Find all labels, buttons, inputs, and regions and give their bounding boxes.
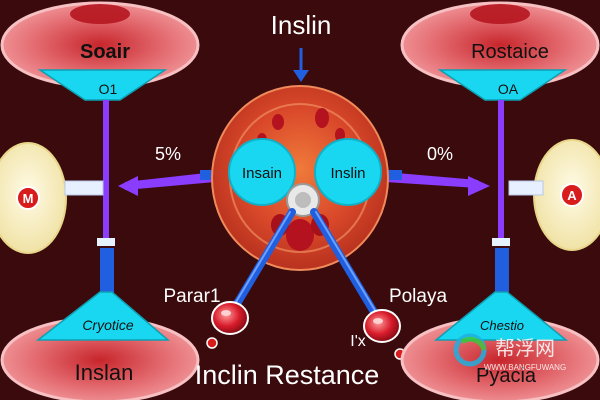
bottom-right-cell-label: Pyacia	[476, 365, 537, 387]
left-percent-label: 5%	[155, 144, 181, 164]
left-node	[0, 142, 67, 254]
left-stem-upper	[103, 100, 109, 245]
top-right-cell	[400, 1, 600, 89]
watermark-cn: 帮浮网	[495, 337, 555, 360]
polaya-label: Polaya	[389, 286, 448, 307]
left-stem-cap	[97, 238, 115, 246]
right-bulb	[363, 309, 401, 343]
watermark-en: WWW.BANGFUWANG	[484, 363, 566, 372]
right-node-connector	[508, 180, 544, 196]
left-tube-highlight	[229, 211, 291, 313]
top-left-funnel	[37, 69, 168, 101]
left-bulb	[211, 301, 249, 335]
right-stem-upper	[498, 100, 504, 245]
top-left-cell	[0, 1, 200, 89]
top-right-funnel	[437, 69, 568, 101]
bottom-right-funnel	[433, 291, 569, 341]
right-percent-label: 0%	[427, 144, 453, 164]
top-left-funnel-label: O1	[99, 81, 118, 97]
left-small-dot	[206, 337, 218, 349]
bottom-left-funnel	[35, 291, 171, 341]
top-arrow-head	[293, 70, 309, 82]
left-circle-label: Insain	[242, 165, 282, 182]
right-circle-label: Inslin	[330, 165, 365, 182]
center-hub	[286, 183, 320, 217]
top-center-label: Inslin	[271, 10, 332, 40]
top-right-cell-label: Rostaice	[471, 41, 549, 63]
left-node-label: M	[23, 191, 34, 206]
right-arrow	[372, 170, 490, 196]
left-tube	[228, 208, 296, 316]
bottom-left-funnel-label: Cryotice	[82, 317, 134, 333]
right-tube	[310, 208, 378, 316]
bottom-center-title: Inclin Restance	[195, 360, 380, 390]
left-node-connector	[64, 180, 104, 196]
top-left-cell-label: Soair	[80, 41, 130, 63]
small-x-label: I'x	[350, 333, 366, 350]
bottom-left-cell-label: Inslan	[75, 360, 134, 385]
left-stem-lower	[100, 248, 114, 293]
para-label: Parar1	[163, 286, 220, 307]
right-node-label: A	[567, 188, 577, 203]
right-stem-cap	[492, 238, 510, 246]
right-tube-highlight	[315, 211, 377, 313]
right-cyan-circle	[314, 138, 382, 206]
top-right-funnel-label: OA	[498, 81, 519, 97]
right-node	[533, 139, 600, 251]
watermark	[453, 333, 487, 367]
left-cyan-circle	[228, 138, 296, 206]
right-stem-lower	[495, 248, 509, 293]
bottom-right-funnel-label: Chestio	[480, 318, 524, 333]
